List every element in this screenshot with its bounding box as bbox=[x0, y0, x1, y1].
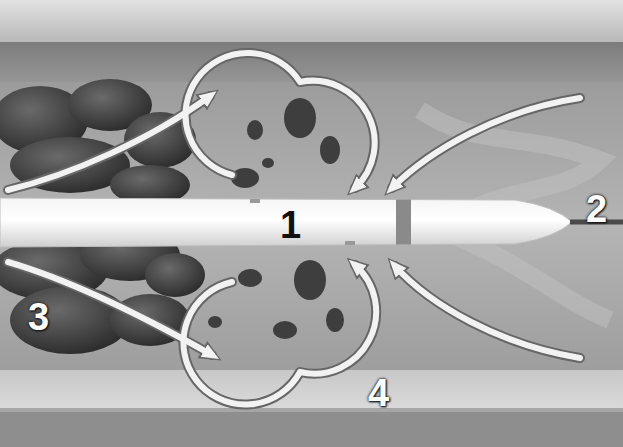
callout-number: 3 bbox=[28, 298, 49, 336]
callout-number: 1 bbox=[280, 206, 301, 244]
callout-number: 4 bbox=[368, 374, 389, 412]
callout-number: 2 bbox=[586, 190, 607, 228]
